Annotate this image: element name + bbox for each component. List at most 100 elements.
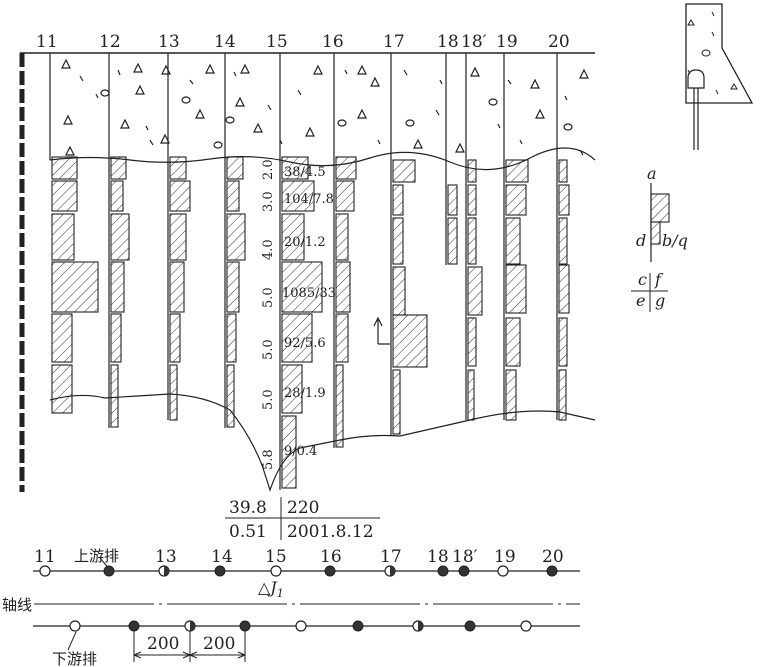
bar-12-4 bbox=[110, 261, 125, 313]
bar-18-2 bbox=[447, 217, 458, 265]
depth-label-3: 4.0 bbox=[261, 239, 276, 260]
bar-14-6 bbox=[226, 364, 235, 428]
plan-up-label-13: 13 bbox=[155, 547, 177, 567]
spacing-label-1: 200 bbox=[147, 634, 179, 654]
bar-15-2 bbox=[281, 180, 315, 212]
bar-20-6 bbox=[558, 369, 567, 421]
borehole-lines bbox=[49, 53, 558, 490]
bar-14-5 bbox=[226, 313, 237, 363]
plan-hole-filled bbox=[546, 565, 558, 577]
hole-15-summary: 39.8 220 0.51 2001.8.12 bbox=[225, 497, 380, 542]
legend-a: a bbox=[647, 164, 657, 183]
plan-hole-filled bbox=[128, 620, 140, 632]
bar-16-2 bbox=[335, 180, 355, 212]
plan-up-label-16: 16 bbox=[320, 547, 342, 567]
depth-label-5: 5.0 bbox=[261, 339, 276, 360]
hole-label-19: 19 bbox=[496, 32, 518, 52]
bar-16-5 bbox=[335, 313, 349, 363]
ratio-label-4: 1085/33 bbox=[282, 286, 336, 301]
plan-hole-filled bbox=[103, 565, 115, 577]
hole-label-16: 16 bbox=[322, 32, 344, 52]
concrete-aggregate-pattern bbox=[61, 58, 589, 156]
plan-hole-half bbox=[412, 620, 424, 632]
bar-13-4 bbox=[169, 261, 185, 313]
plan-up-label-18p: 18′ bbox=[452, 547, 478, 567]
bar-14-3 bbox=[226, 213, 246, 261]
summary-g: 2001.8.12 bbox=[287, 522, 374, 542]
legend-g: g bbox=[655, 291, 665, 310]
plan-hole-filled bbox=[239, 620, 251, 632]
hole-label-11: 11 bbox=[36, 32, 58, 52]
bar-17-6 bbox=[392, 369, 401, 435]
legend-d: d bbox=[636, 231, 646, 250]
bar-11-6 bbox=[51, 364, 73, 414]
bar-15-1 bbox=[281, 156, 309, 180]
plan-hole-open bbox=[497, 565, 509, 577]
bar-18p-1 bbox=[467, 159, 477, 183]
bar-16-6 bbox=[335, 364, 344, 448]
hole-label-20: 20 bbox=[548, 32, 570, 52]
depth-label-6: 5.0 bbox=[261, 389, 276, 410]
bar-13-5 bbox=[169, 313, 181, 363]
depth-label-7: 5.8 bbox=[261, 449, 276, 470]
bar-15-5 bbox=[281, 313, 313, 363]
plan-up-label-17: 17 bbox=[380, 547, 402, 567]
bar-17-5 bbox=[392, 314, 428, 368]
hole-label-14: 14 bbox=[214, 32, 236, 52]
bar-13-2 bbox=[169, 180, 191, 212]
direction-arrow bbox=[373, 316, 390, 345]
depth-label-2: 3.0 bbox=[261, 191, 276, 212]
legend-c: c bbox=[638, 270, 647, 289]
hole-label-12: 12 bbox=[99, 32, 121, 52]
plan-hole-half bbox=[158, 565, 170, 577]
hole-label-18: 18 bbox=[437, 32, 459, 52]
plan-axis: 轴线 bbox=[2, 596, 580, 614]
plan-up-label-18: 18 bbox=[427, 547, 449, 567]
plan-hole-filled bbox=[214, 565, 226, 577]
hole-labels: 11 12 13 14 15 16 17 18 18′ 19 20 bbox=[36, 32, 570, 52]
bar-19-2 bbox=[505, 184, 527, 216]
bar-legend: a d b/q c f e g bbox=[631, 164, 688, 312]
ratio-label-1: 38/4.5 bbox=[284, 165, 326, 180]
ratio-label-2: 104/7.8 bbox=[284, 192, 334, 207]
plan-hole-open bbox=[69, 620, 81, 632]
bar-13-1 bbox=[169, 156, 187, 180]
grout-take-bars bbox=[51, 156, 570, 489]
bar-20-2 bbox=[558, 184, 570, 216]
plan-hole-filled bbox=[437, 565, 449, 577]
grout-ratio-labels: 38/4.5 104/7.8 20/1.2 1085/33 92/5.6 28/… bbox=[282, 165, 336, 459]
plan-hole-half bbox=[384, 565, 396, 577]
legend-bq: b/q bbox=[662, 231, 688, 250]
station-label: △J1 bbox=[258, 578, 284, 600]
plan-downstream-row: 200 200 下游排 bbox=[33, 620, 580, 667]
bar-18p-6 bbox=[467, 369, 475, 421]
bar-20-5 bbox=[558, 317, 568, 367]
legend-e: e bbox=[636, 291, 645, 310]
ratio-label-7: 9/0.4 bbox=[284, 444, 317, 459]
bar-18p-3 bbox=[467, 217, 477, 265]
depth-label-1: 2.0 bbox=[261, 159, 276, 180]
bar-15-3 bbox=[281, 213, 305, 261]
bar-20-3 bbox=[558, 217, 568, 265]
bar-19-4 bbox=[505, 264, 527, 314]
plan-hole-open bbox=[520, 620, 532, 632]
bar-18-1 bbox=[447, 184, 458, 216]
plan-upstream-row: 上游排 11 13 14 15 16 17 18 18′ 19 20 bbox=[33, 547, 580, 577]
legend-f: f bbox=[654, 270, 664, 289]
bar-20-1 bbox=[558, 159, 568, 183]
legend-bar-sample bbox=[650, 193, 670, 223]
ratio-label-6: 28/1.9 bbox=[284, 386, 326, 401]
bar-11-5 bbox=[51, 313, 73, 363]
plan-hole-filled bbox=[464, 620, 476, 632]
hole-label-17: 17 bbox=[383, 32, 405, 52]
bar-14-1 bbox=[226, 156, 244, 180]
upstream-row-label: 上游排 bbox=[74, 547, 119, 565]
bar-11-3 bbox=[51, 213, 75, 261]
bar-18p-4 bbox=[467, 266, 483, 316]
plan-hole-half bbox=[184, 620, 196, 632]
bar-14-2 bbox=[226, 180, 240, 212]
bar-17-2 bbox=[392, 184, 404, 216]
bar-15-4 bbox=[281, 261, 323, 313]
plan-up-label-20: 20 bbox=[542, 547, 564, 567]
